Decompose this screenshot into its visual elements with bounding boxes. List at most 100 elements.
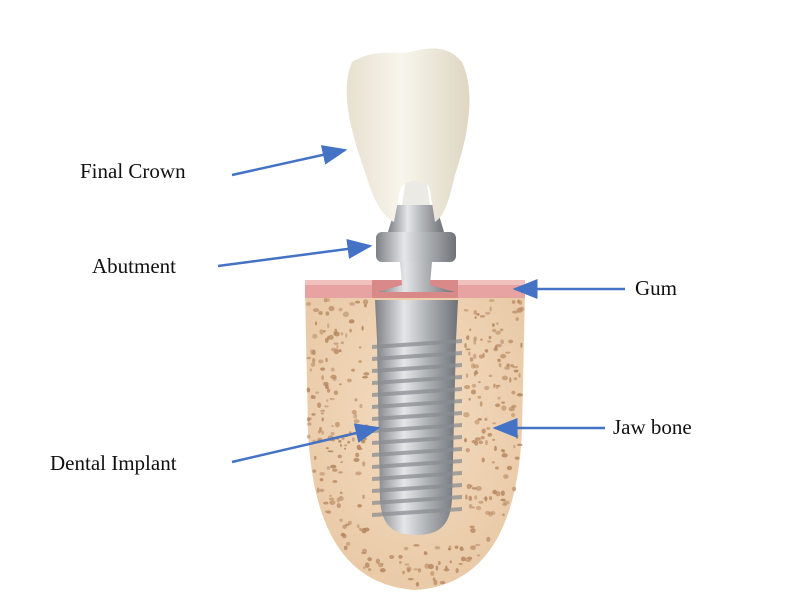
bone-pore — [512, 486, 517, 492]
bone-pore — [492, 489, 498, 495]
bone-pore — [306, 387, 311, 393]
arrow-dental-implant — [231, 423, 381, 464]
bone-pore — [469, 357, 474, 362]
bone-pore — [353, 457, 360, 462]
bone-pore — [328, 305, 335, 312]
bone-pore — [362, 461, 366, 467]
bone-pore — [349, 328, 352, 333]
bone-pore — [320, 409, 325, 413]
bone-pore — [362, 299, 369, 305]
bone-pore — [406, 568, 411, 573]
bone-pore — [496, 386, 499, 389]
bone-pore — [455, 567, 459, 574]
bone-pore — [471, 506, 476, 509]
bone-pore — [359, 527, 362, 532]
bone-pore — [461, 557, 468, 562]
label-dental-implant: Dental Implant — [50, 451, 177, 475]
bone-pore — [484, 349, 489, 353]
bone-pore — [463, 412, 470, 418]
arrow-abutment — [217, 239, 373, 268]
bone-pore — [465, 559, 471, 562]
bone-pore — [495, 330, 501, 335]
bone-pore — [338, 495, 344, 502]
bone-pore — [502, 513, 505, 517]
bone-pore — [361, 424, 365, 429]
bone-pore — [493, 347, 498, 352]
bone-pore — [338, 383, 342, 386]
bone-pore — [312, 333, 318, 339]
bone-pore — [362, 494, 365, 500]
bone-pore — [513, 369, 519, 373]
bone-pore — [364, 303, 367, 308]
bone-pore — [322, 330, 326, 333]
bone-pore — [470, 389, 477, 395]
bone-pore — [327, 323, 330, 329]
bone-pore — [479, 315, 486, 318]
bone-pore — [309, 368, 313, 372]
implant-thread — [372, 459, 462, 469]
bone-pore — [361, 551, 367, 555]
bone-pore — [312, 395, 316, 399]
bone-pore — [323, 501, 329, 505]
bone-pore — [497, 358, 501, 363]
bone-pore — [363, 527, 370, 532]
bone-pore — [499, 328, 504, 332]
bone-pore — [343, 447, 347, 450]
bone-pore — [342, 524, 347, 529]
bone-pore — [469, 328, 472, 332]
bone-pore — [325, 447, 329, 450]
bone-pore — [305, 302, 312, 306]
bone-pore — [513, 377, 518, 381]
bone-pore — [473, 309, 477, 315]
bone-pore — [515, 317, 519, 321]
bone-pore — [319, 472, 326, 476]
bone-pore — [510, 412, 516, 418]
bone-pore — [339, 491, 343, 495]
bone-pore — [503, 474, 509, 479]
bone-pore — [484, 385, 490, 391]
bone-pore — [500, 353, 507, 359]
bone-pore — [318, 310, 323, 315]
bone-pore — [354, 398, 358, 402]
bone-pore — [480, 338, 483, 341]
bone-pore — [415, 581, 420, 587]
bone-pore — [500, 339, 505, 345]
bone-pore — [502, 449, 506, 454]
bone-pore — [329, 494, 332, 497]
bone-pore — [516, 307, 523, 313]
bone-pore — [311, 413, 316, 416]
bone-pore — [347, 520, 352, 526]
bone-pore — [316, 487, 320, 494]
bone-pore — [517, 443, 523, 447]
bone-pore — [518, 300, 523, 305]
bone-pore — [505, 351, 511, 354]
bone-pore — [423, 551, 427, 555]
bone-pore — [363, 424, 369, 430]
bone-pore — [488, 299, 495, 302]
bone-pore — [478, 354, 484, 359]
bone-pore — [310, 394, 314, 399]
bone-pore — [351, 409, 357, 415]
bone-pore — [501, 401, 505, 404]
bone-pore — [468, 397, 471, 401]
bone-pore — [487, 432, 493, 437]
bone-pore — [317, 402, 322, 408]
bone-pore — [349, 301, 356, 306]
bone-pore — [447, 547, 451, 551]
bone-pore — [402, 570, 405, 575]
bone-pore — [367, 568, 372, 572]
bone-pore — [335, 421, 340, 428]
bone-pore — [327, 450, 334, 453]
bone-pore — [504, 366, 511, 370]
bone-pore — [336, 503, 342, 509]
arrow-final-crown — [231, 145, 348, 177]
bone-pore — [413, 544, 420, 547]
bone-pore — [312, 357, 316, 364]
bone-pore — [325, 311, 330, 316]
bone-pore — [306, 434, 311, 439]
bone-pore — [471, 440, 477, 444]
bone-pore — [478, 381, 481, 384]
bone-pore — [476, 554, 481, 557]
bone-pore — [486, 426, 491, 430]
